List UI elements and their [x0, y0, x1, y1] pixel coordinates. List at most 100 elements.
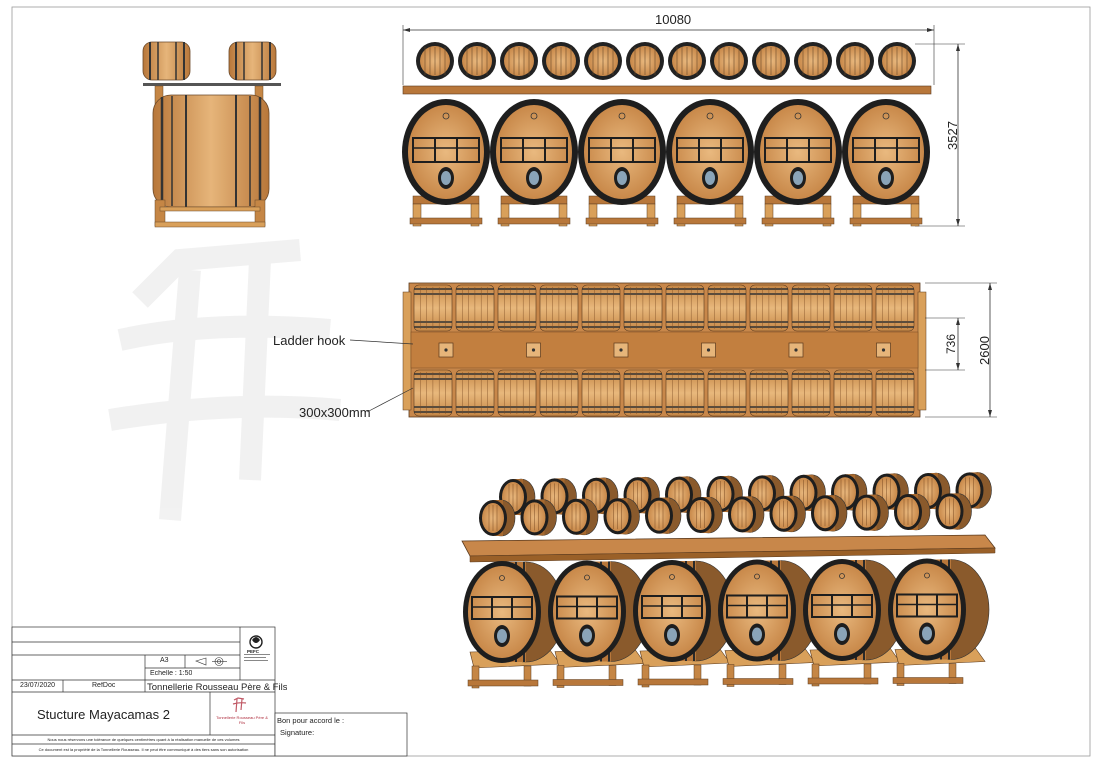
ladder-hook-icon — [876, 342, 891, 358]
iso-large-barrel — [888, 558, 990, 686]
plan-barrel — [833, 369, 873, 417]
plan-barrel — [413, 369, 453, 417]
plan-barrel — [665, 284, 705, 332]
logo-caption: Tonnellerie Rousseau Père & Fils — [216, 715, 268, 725]
dimension-top-width: 10080 — [655, 12, 692, 27]
format-label: A3 — [160, 657, 169, 664]
iso-small-barrel — [914, 472, 951, 510]
front-large-barrel-head — [490, 99, 578, 227]
iso-large-barrels — [463, 558, 990, 689]
side-large-barrel — [152, 94, 270, 208]
front-large-barrel-head — [754, 99, 842, 227]
ladder-hooks — [438, 342, 891, 358]
side-view — [142, 41, 281, 228]
projection-symbol-icon — [195, 657, 227, 666]
plan-barrel — [497, 369, 537, 417]
property-note: Ce document est la propriété de la Tonne… — [38, 747, 249, 752]
front-small-barrel-head — [668, 42, 706, 80]
plan-barrel — [623, 284, 663, 332]
iso-small-barrel — [955, 472, 992, 509]
drawing-title: Stucture Mayacamas 2 — [37, 707, 170, 722]
iso-large-barrel — [633, 560, 735, 688]
front-view — [402, 25, 965, 227]
plan-barrel — [875, 284, 915, 332]
iso-small-barrel — [520, 499, 557, 536]
iso-small-barrel — [728, 496, 765, 533]
iso-small-barrel — [645, 497, 682, 534]
front-large-barrel-head — [842, 99, 930, 227]
tolerance-note: Nous nous réservons une tolérance de que… — [47, 737, 240, 742]
plan-barrel — [539, 369, 579, 417]
plan-barrel — [623, 369, 663, 417]
front-small-barrel-head — [584, 42, 622, 80]
plan-barrel — [833, 284, 873, 332]
isometric-view — [461, 472, 996, 689]
sheet-border — [11, 6, 1091, 757]
plan-barrel — [791, 284, 831, 332]
date-label: 23/07/2020 — [20, 682, 56, 689]
pefc-logo-icon — [244, 635, 270, 661]
iso-large-barrel — [463, 561, 565, 689]
front-large-barrels — [402, 99, 930, 227]
plan-barrel — [707, 369, 747, 417]
iso-small-barrel — [603, 497, 640, 535]
plan-barrel — [707, 284, 747, 332]
iso-small-barrel — [852, 494, 889, 531]
front-small-barrel-head — [878, 42, 916, 80]
iso-small-barrel — [811, 494, 848, 532]
signature-label: Signature: — [280, 728, 315, 737]
iso-small-barrel — [479, 499, 516, 537]
iso-small-barrel — [935, 493, 972, 530]
front-small-barrel-head — [458, 42, 496, 80]
side-small-barrel-left — [142, 41, 191, 81]
front-large-barrel-head — [578, 99, 666, 227]
iso-small-barrel — [686, 496, 723, 534]
iso-small-barrels-front — [479, 493, 972, 537]
watermark — [108, 239, 341, 521]
plan-barrel — [497, 284, 537, 332]
ladder-hook-callout: Ladder hook — [273, 333, 346, 348]
front-large-barrel-head — [402, 99, 490, 227]
front-small-barrel-head — [752, 42, 790, 80]
plan-barrels — [413, 284, 915, 417]
front-large-barrel-head — [666, 99, 754, 227]
front-small-barrel-head — [542, 42, 580, 80]
plan-barrel — [749, 369, 789, 417]
ladder-hook-icon — [613, 342, 629, 358]
plan-barrel — [875, 369, 915, 417]
front-small-barrels — [416, 42, 916, 80]
company-logo-icon — [232, 697, 247, 713]
iso-small-barrel — [769, 495, 806, 533]
ladder-hook-icon — [701, 342, 716, 358]
plan-barrel — [581, 369, 621, 417]
front-small-barrel-head — [626, 42, 664, 80]
post-size-callout: 300x300mm — [299, 405, 371, 420]
iso-small-barrel — [894, 493, 931, 531]
company-name: Tonnellerie Rousseau Père & Fils — [147, 682, 288, 693]
approval-date-label: Bon pour accord le : — [277, 716, 345, 725]
dimension-front-height: 3527 — [944, 121, 960, 150]
plan-barrel — [455, 369, 495, 417]
scale-label: Echelle : 1:50 — [150, 670, 193, 677]
front-small-barrel-head — [500, 42, 538, 80]
front-small-barrel-head — [416, 42, 454, 80]
front-small-barrel-head — [710, 42, 748, 80]
pefc-label: PEFC — [247, 649, 260, 654]
plan-barrel — [749, 284, 789, 332]
ref-label: RefDoc — [92, 682, 116, 689]
plan-barrel — [539, 284, 579, 332]
plan-view — [349, 282, 997, 418]
ladder-hook-icon — [526, 342, 541, 358]
plan-barrel — [413, 284, 453, 332]
iso-large-barrel — [718, 559, 820, 687]
side-small-barrel-right — [228, 41, 277, 81]
plan-barrel — [455, 284, 495, 332]
iso-small-barrel — [562, 498, 599, 536]
front-small-barrel-head — [836, 42, 874, 80]
ladder-hook-icon — [788, 342, 804, 358]
dimension-plan-depth: 2600 — [976, 336, 992, 365]
plan-barrel — [791, 369, 831, 417]
iso-large-barrel — [803, 559, 905, 687]
plan-barrel — [665, 369, 705, 417]
